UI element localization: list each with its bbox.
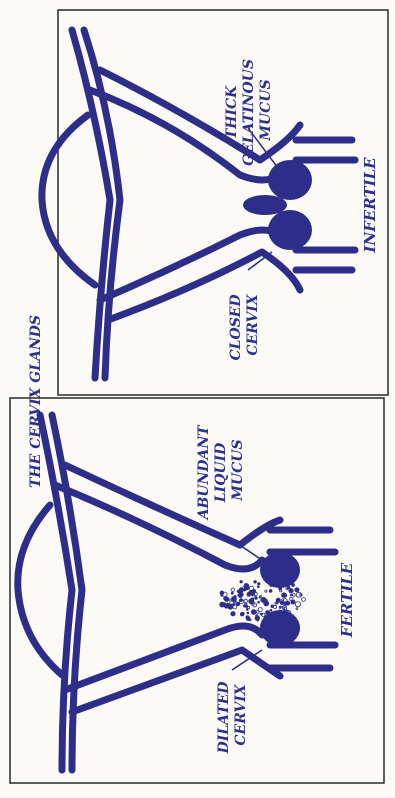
mucus-speckle bbox=[284, 611, 288, 615]
mucus-speckle bbox=[279, 606, 281, 608]
mucus-speckle bbox=[251, 610, 256, 615]
mucus-speckle bbox=[275, 614, 277, 616]
mucus-speckle bbox=[236, 602, 240, 606]
infertile-state-label: INFERTILE bbox=[361, 157, 379, 254]
mucus-speckle bbox=[279, 587, 282, 590]
mucus-speckle bbox=[240, 612, 244, 616]
mucus-speckle bbox=[292, 584, 295, 587]
mucus-speckle bbox=[245, 605, 248, 608]
mucus-speckle bbox=[271, 605, 274, 608]
mucus-speckle bbox=[260, 613, 262, 615]
mucus-speckle bbox=[255, 597, 258, 600]
mucus-speckle bbox=[243, 588, 246, 591]
mucus-speckle bbox=[282, 593, 287, 598]
mucus-speckle bbox=[231, 612, 235, 616]
mucus-speckle bbox=[246, 616, 249, 619]
mucus-speckle bbox=[247, 612, 249, 614]
mucus-speckle bbox=[278, 614, 282, 618]
dilated-cervix-label: DILATED CERVIX bbox=[216, 677, 249, 755]
mucus-speckle bbox=[258, 601, 260, 603]
mucus-speckle bbox=[257, 620, 259, 622]
mucus-speckle bbox=[256, 615, 258, 617]
mucus-speckle bbox=[249, 590, 254, 595]
mucus-speckle bbox=[270, 609, 272, 611]
mucus-speckle bbox=[258, 583, 260, 585]
mucus-speckle bbox=[290, 594, 292, 596]
mucus-speckle bbox=[283, 579, 286, 582]
mucus-speckle bbox=[240, 581, 242, 583]
mucus-speckle bbox=[221, 594, 223, 596]
mucus-speckle bbox=[257, 586, 259, 588]
mucus-speckle bbox=[269, 590, 272, 593]
mucus-speckle bbox=[287, 586, 290, 589]
mucus-speckle bbox=[279, 581, 283, 585]
mucus-speckle bbox=[276, 602, 278, 604]
mucus-speckle bbox=[232, 604, 234, 606]
closed-cervix-label: CLOSED CERVIX bbox=[228, 290, 261, 361]
mucus-speckle bbox=[291, 600, 295, 604]
mucus-speckle bbox=[280, 601, 283, 604]
mucus-speckle bbox=[239, 592, 244, 597]
fertile-state-label: FERTILE bbox=[338, 562, 356, 638]
figure-title: THE CERVIX GLANDS bbox=[28, 315, 44, 488]
mucus-speckle bbox=[267, 580, 269, 582]
mucus-speckle bbox=[254, 581, 257, 584]
mucus-speckle bbox=[231, 592, 233, 594]
mucus-speckle bbox=[224, 597, 228, 601]
mucus-speckle bbox=[295, 588, 299, 592]
mucus-speckle bbox=[263, 619, 265, 621]
mucus-speckle bbox=[237, 591, 239, 593]
